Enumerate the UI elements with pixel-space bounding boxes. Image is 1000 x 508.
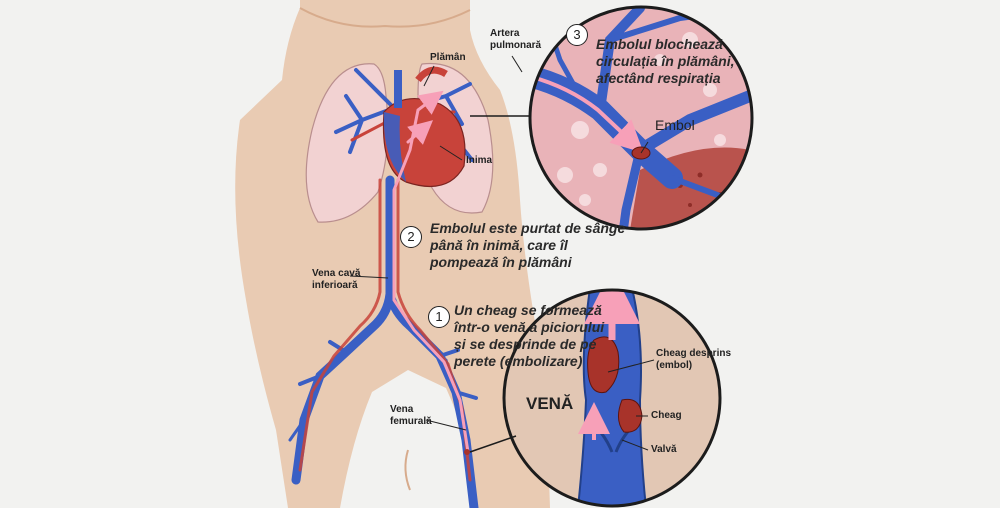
step-1-number: 1 <box>428 306 450 328</box>
artery-tree <box>298 178 472 482</box>
label-embol: Embol <box>655 117 695 133</box>
label-artera-pulmonara: Artera pulmonară <box>490 28 542 51</box>
label-vena-cava: Vena cavă inferioară <box>312 268 361 291</box>
label-valva: Valvă <box>651 444 677 455</box>
label-vena-femurala: Vena femurală <box>390 404 432 427</box>
step-3-text: Embolul blochează circulația în plămâni,… <box>596 36 735 86</box>
lung-zoom-inset <box>528 5 754 231</box>
step-2-number: 2 <box>400 226 422 248</box>
step-2-text: Embolul este purtat de sânge până în ini… <box>430 220 626 270</box>
leg-clot-marker <box>464 449 470 455</box>
flow-path <box>392 90 470 454</box>
vein-zoom-inset <box>502 288 722 508</box>
label-plaman: Plămân <box>430 52 466 63</box>
label-inima: Inima <box>466 155 493 166</box>
label-cheag: Cheag <box>651 410 682 421</box>
step-1-text: Un cheag se formează într-o venă a picio… <box>454 302 605 369</box>
vena-title: VENĂ <box>526 394 574 413</box>
leader-lines <box>349 55 655 451</box>
label-cheag-desprins: Cheag desprins (embol) <box>656 348 732 371</box>
step-3-number: 3 <box>566 24 588 46</box>
